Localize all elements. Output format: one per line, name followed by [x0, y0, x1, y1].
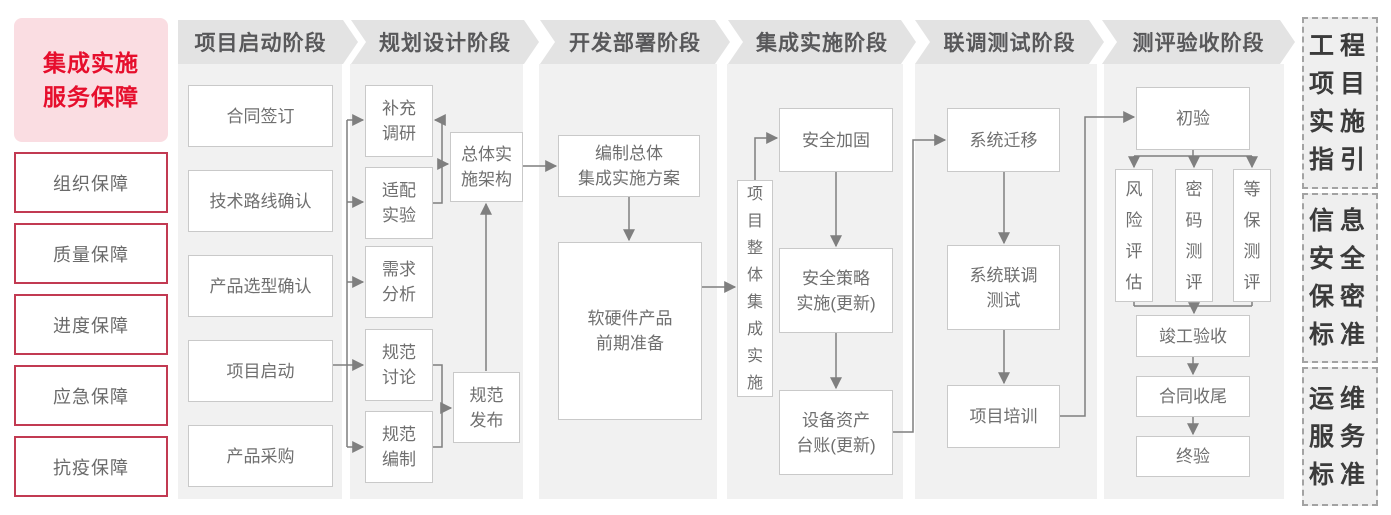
node-contract-signing: 合同签订: [188, 85, 333, 147]
node-adaptation-test: 适配 实验: [365, 167, 433, 239]
standard-box-om-service: 运维 服务 标准: [1302, 367, 1378, 506]
node-initial-acceptance: 初验: [1136, 87, 1250, 150]
standard-box-engineering-guide: 工程 项目 实施 指引: [1302, 17, 1378, 189]
phase-banner-planning: 规划设计阶段: [351, 20, 539, 64]
sidebar-item-quality: 质量保障: [14, 223, 168, 284]
node-security-hardening: 安全加固: [779, 108, 893, 172]
node-product-selection-confirm: 产品选型确认: [188, 255, 333, 317]
node-contract-closure: 合同收尾: [1136, 376, 1250, 417]
node-crypto-testing: 密 码 测 评: [1175, 169, 1213, 302]
node-spec-discussion: 规范 讨论: [365, 329, 433, 401]
node-overall-project-integration: 项 目 整 体 集 成 实 施: [737, 180, 773, 397]
node-system-migration: 系统迁移: [947, 108, 1060, 172]
node-product-procurement: 产品采购: [188, 425, 333, 487]
phase-banner-integration: 集成实施阶段: [728, 20, 916, 64]
node-spec-release: 规范 发布: [453, 372, 520, 443]
sidebar-item-organization: 组织保障: [14, 152, 168, 213]
node-project-kickoff: 项目启动: [188, 340, 333, 402]
node-overall-impl-architecture: 总体实 施架构: [450, 132, 523, 202]
phase-banner-development: 开发部署阶段: [540, 20, 730, 64]
phase-banner-joint-testing: 联调测试阶段: [915, 20, 1104, 64]
node-risk-assessment: 风 险 评 估: [1115, 169, 1153, 302]
node-overall-integration-plan: 编制总体 集成实施方案: [558, 135, 700, 197]
node-project-training: 项目培训: [947, 385, 1060, 448]
node-security-policy-impl: 安全策略 实施(更新): [779, 248, 893, 333]
sidebar-title: 集成实施 服务保障: [14, 18, 168, 142]
node-classified-protection-testing: 等 保 测 评: [1233, 169, 1271, 302]
node-requirement-analysis: 需求 分析: [365, 246, 433, 318]
node-final-acceptance: 终验: [1136, 436, 1250, 477]
sidebar-item-emergency: 应急保障: [14, 365, 168, 426]
node-supplementary-research: 补充 调研: [365, 85, 433, 157]
node-system-joint-testing: 系统联调 测试: [947, 245, 1060, 330]
phase-banner-acceptance: 测评验收阶段: [1102, 20, 1295, 64]
sidebar-item-schedule: 进度保障: [14, 294, 168, 355]
sidebar-item-epidemic: 抗疫保障: [14, 436, 168, 497]
standard-box-infosec: 信息 安全 保密 标准: [1302, 193, 1378, 363]
node-spec-drafting: 规范 编制: [365, 411, 433, 483]
node-hw-sw-preparation: 软硬件产品 前期准备: [558, 242, 702, 420]
node-tech-route-confirm: 技术路线确认: [188, 170, 333, 232]
phase-banner-kickoff: 项目启动阶段: [178, 20, 358, 64]
node-asset-ledger: 设备资产 台账(更新): [779, 390, 893, 475]
node-completion-acceptance: 竣工验收: [1136, 315, 1250, 357]
